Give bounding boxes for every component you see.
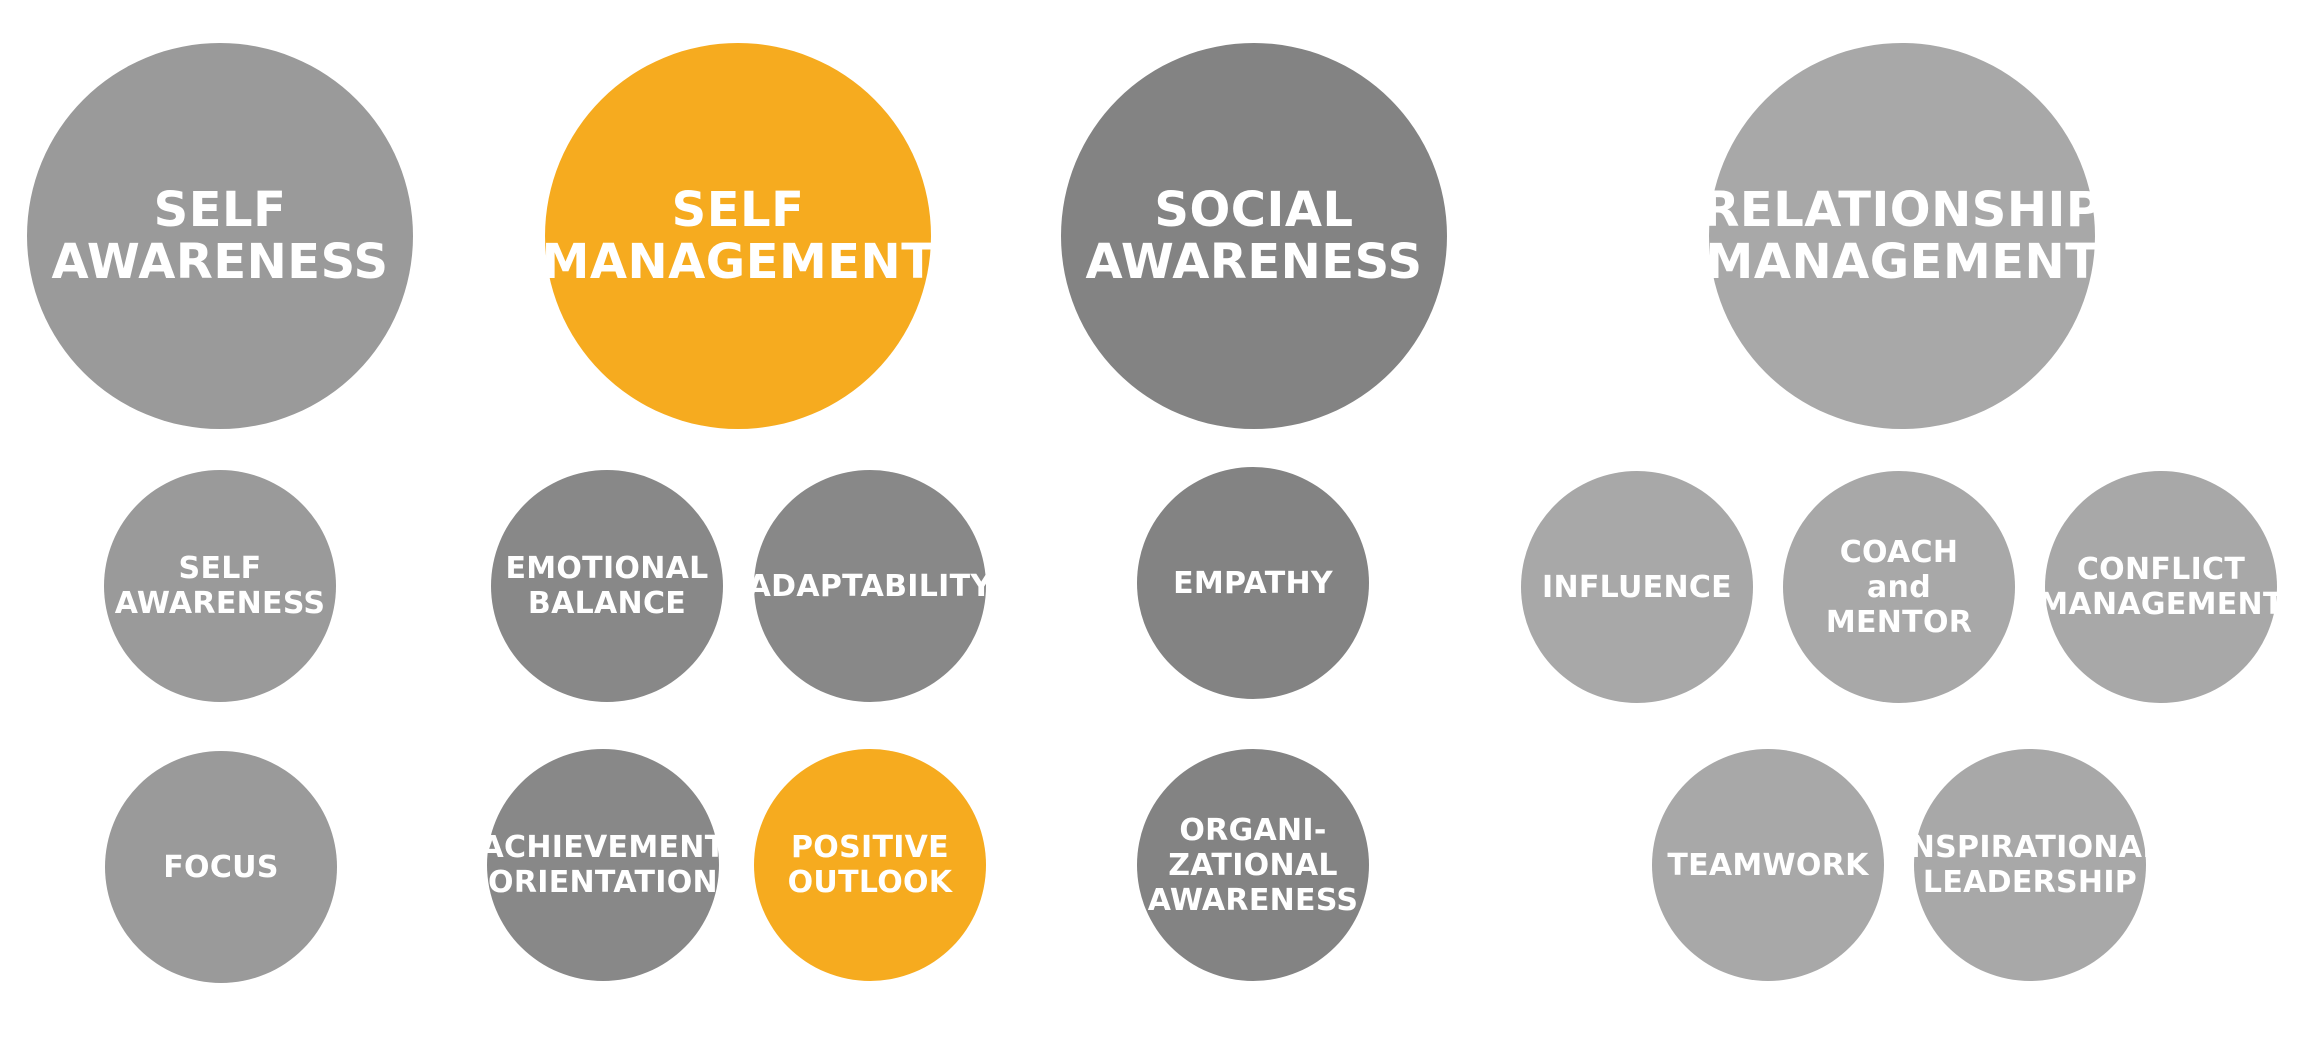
- domain-label: SELF MANAGEMENT: [541, 182, 935, 290]
- competency-influence: INFLUENCE: [1521, 471, 1753, 703]
- competency-label: COACH and MENTOR: [1825, 534, 1973, 640]
- competency-label: FOCUS: [163, 849, 279, 885]
- competency-label: EMPATHY: [1173, 565, 1333, 601]
- competency-emotional-balance: EMOTIONAL BALANCE: [491, 470, 723, 702]
- domain-circle-social-awareness: SOCIAL AWARENESS: [1061, 43, 1447, 429]
- competency-positive-outlook: POSITIVE OUTLOOK: [754, 749, 986, 981]
- competency-label: TEAMWORK: [1667, 847, 1869, 883]
- competency-label: EMOTIONAL BALANCE: [505, 551, 709, 621]
- competency-empathy: EMPATHY: [1137, 467, 1369, 699]
- competency-coach-and-mentor: COACH and MENTOR: [1783, 471, 2015, 703]
- competency-achievement-orientation: ACHIEVEMENT ORIENTATION: [481, 749, 725, 981]
- domain-label: SOCIAL AWARENESS: [1085, 182, 1423, 290]
- competency-label: INSPIRATIONAL LEADERSHIP: [1898, 830, 2162, 900]
- competency-conflict-management: CONFLICT MANAGEMENT: [2038, 471, 2283, 703]
- domain-circle-relationship-management: RELATIONSHIP MANAGEMENT: [1702, 43, 2101, 429]
- competency-teamwork: TEAMWORK: [1652, 749, 1884, 981]
- competency-adaptability: ADAPTABILITY: [748, 470, 992, 702]
- domain-label: SELF AWARENESS: [51, 182, 389, 290]
- competency-label: POSITIVE OUTLOOK: [787, 830, 953, 900]
- competency-label: ORGANI- ZATIONAL AWARENESS: [1147, 812, 1359, 918]
- domain-circle-self-management: SELF MANAGEMENT: [542, 43, 934, 429]
- competency-inspirational-leadership: INSPIRATIONAL LEADERSHIP: [1898, 749, 2161, 981]
- domain-label: RELATIONSHIP MANAGEMENT: [1702, 182, 2102, 290]
- competency-focus: FOCUS: [105, 751, 337, 983]
- competency-label: ADAPTABILITY: [747, 568, 993, 604]
- competency-label: CONFLICT MANAGEMENT: [2038, 552, 2284, 622]
- competency-organizational-awareness: ORGANI- ZATIONAL AWARENESS: [1137, 749, 1369, 981]
- domain-circle-self-awareness: SELF AWARENESS: [27, 43, 413, 429]
- competency-label: ACHIEVEMENT ORIENTATION: [480, 830, 726, 900]
- competency-label: SELF AWARENESS: [114, 551, 326, 621]
- competency-self-awareness: SELF AWARENESS: [104, 470, 336, 702]
- competency-label: INFLUENCE: [1542, 569, 1732, 605]
